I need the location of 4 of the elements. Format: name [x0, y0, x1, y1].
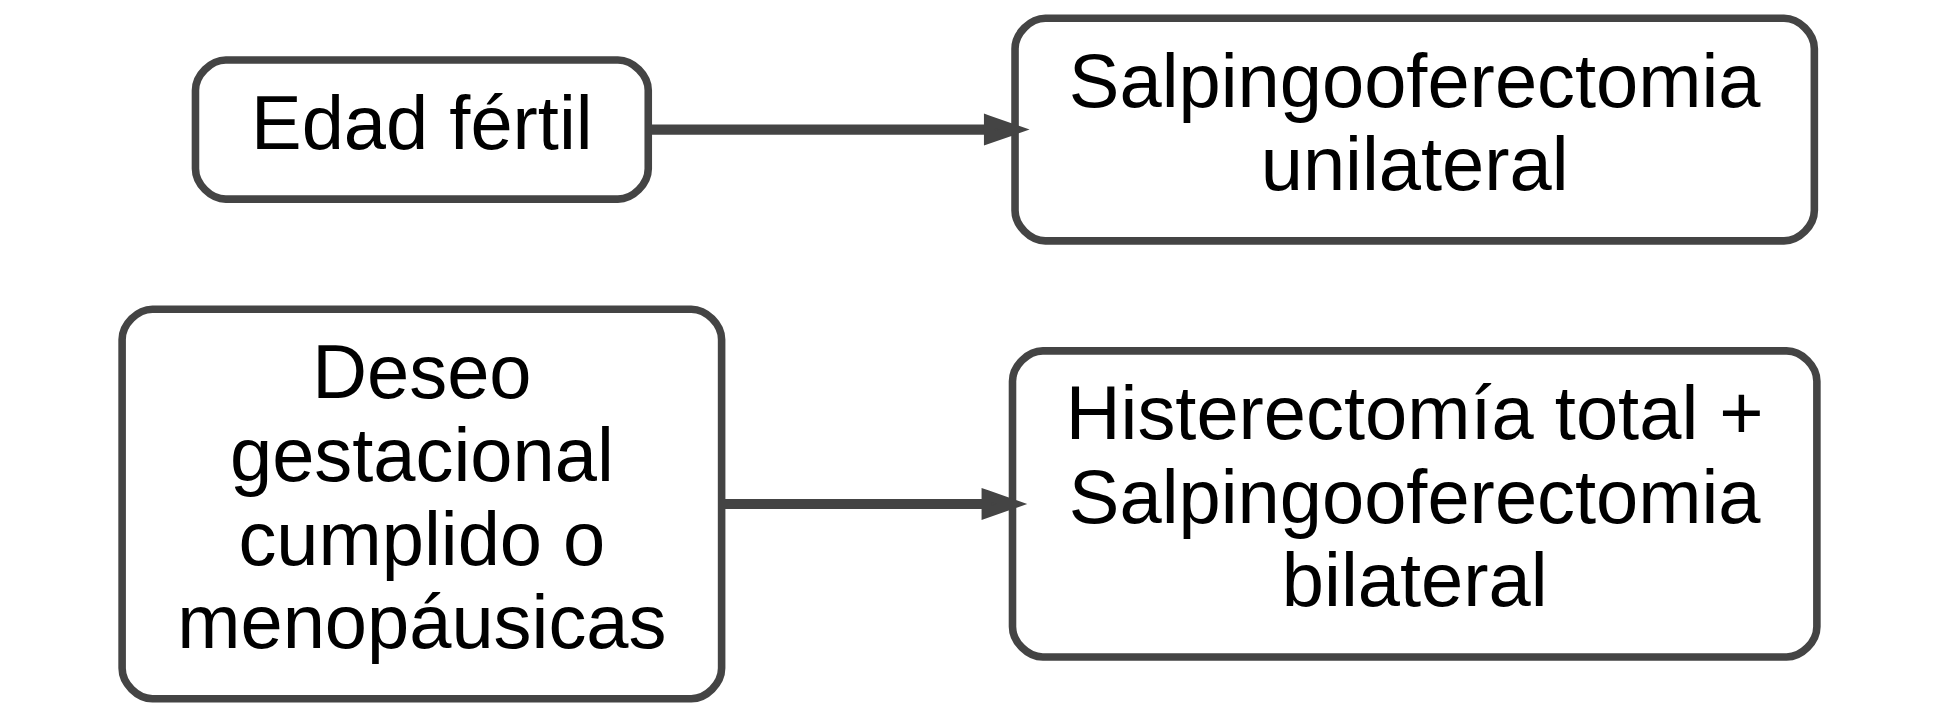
node-box: Histerectomía total + Salpingooferectomia bilateral — [1008, 347, 1821, 661]
node-box: Deseo gestacional cumplido o menopáusicas — [117, 305, 725, 703]
node-box: Edad fértil — [191, 56, 652, 203]
node-box: Salpingooferectomia unilateral — [1010, 14, 1818, 245]
